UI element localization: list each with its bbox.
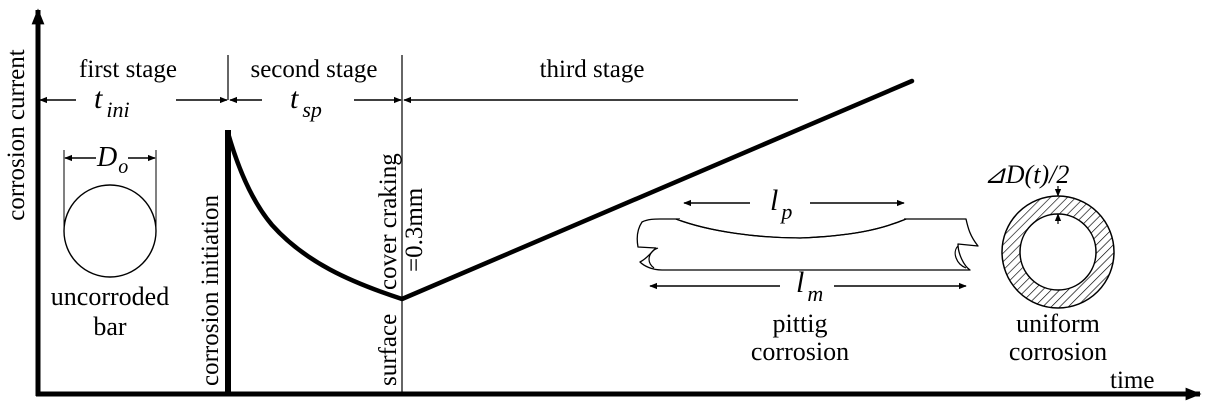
pitted-bar-outline [636,218,979,271]
first-stage-label: first stage [79,56,177,83]
cover-cracking-label: cover craking [375,153,402,290]
third-stage-label: third stage [540,56,645,83]
x-axis-label: time [1110,367,1154,394]
uncorroded-bar-circle [63,184,157,278]
pitting-label-line1: pittig [773,309,828,338]
uniform-label-line2: corrosion [1009,337,1107,366]
d0-label: Do [96,142,128,178]
pitted-bar-right-end [954,245,967,269]
y-axis-label: corrosion current [3,49,30,221]
pitting-label-line2: corrosion [751,337,849,366]
corrosion-initiation-label: corrosion initiation [197,195,224,386]
uniform-dim-label: ⊿D(t)/2 [984,160,1069,189]
pit-top-edge-line [675,218,907,239]
uncorroded-label-line1: uncorroded [51,282,169,311]
pit-mask [680,217,904,220]
surface-label: surface [375,314,402,386]
uniform-corrosion-ring [1001,195,1115,309]
second-stage-label: second stage [250,56,377,83]
uncorroded-label-line2: bar [93,312,127,341]
pitted-bar-left-end [648,247,659,269]
crack-width-label: =0.3mm [401,187,428,272]
uniform-label-line1: uniform [1016,309,1100,338]
current-curve [225,78,915,302]
